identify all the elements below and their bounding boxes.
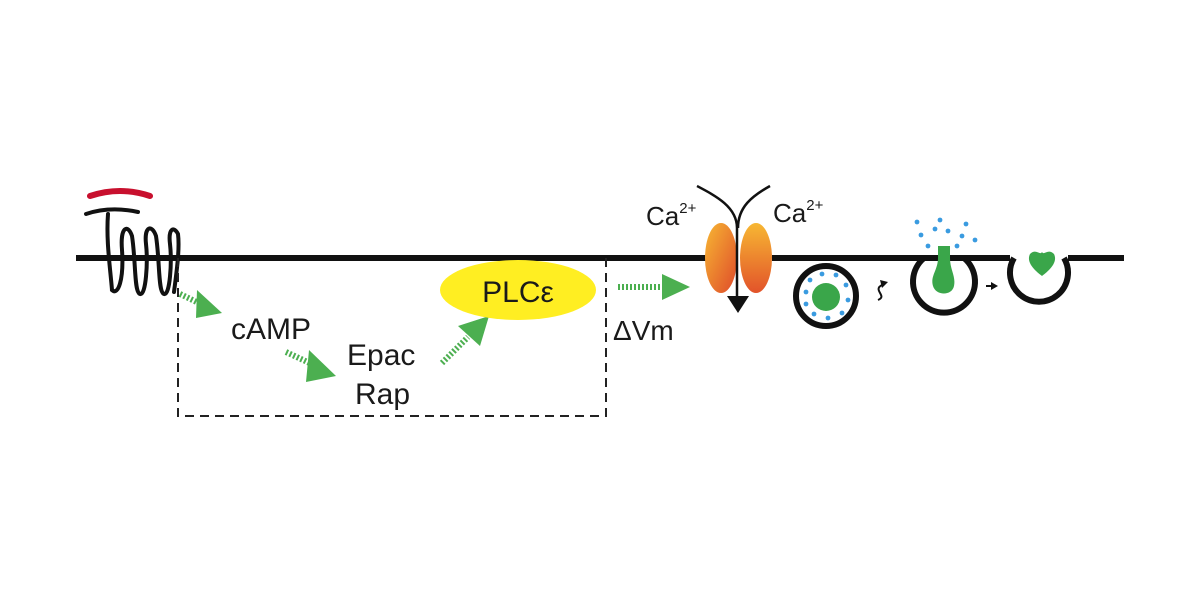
synaptic-vesicle-icon <box>793 263 859 329</box>
delta-vm-label: ΔVm <box>613 315 674 346</box>
ligand-icon <box>87 188 153 199</box>
fusion-step-arrow-icon <box>877 280 888 301</box>
small-right-arrow-icon <box>986 282 998 290</box>
gpcr-receptor-icon <box>84 207 181 297</box>
camp-label: cAMP <box>231 313 311 346</box>
arrow-rap-to-plc <box>439 316 489 366</box>
epac-label: Epac <box>347 339 415 372</box>
calcium-channel-icon <box>696 184 772 313</box>
arrow-camp-to-epac <box>284 349 336 382</box>
arrow-receptor-to-camp <box>178 290 222 318</box>
collapsed-vesicle-icon <box>1007 251 1071 305</box>
plc-label: PLCε <box>482 276 554 309</box>
arrow-plc-to-dvm <box>618 274 690 300</box>
signaling-complex-box <box>177 258 607 417</box>
rap-label: Rap <box>355 378 410 411</box>
calcium-left-label: Ca2+ <box>646 200 697 231</box>
plc-epsilon-node <box>440 260 596 320</box>
fusing-vesicle-icon <box>910 217 978 316</box>
calcium-right-label: Ca2+ <box>773 197 824 228</box>
